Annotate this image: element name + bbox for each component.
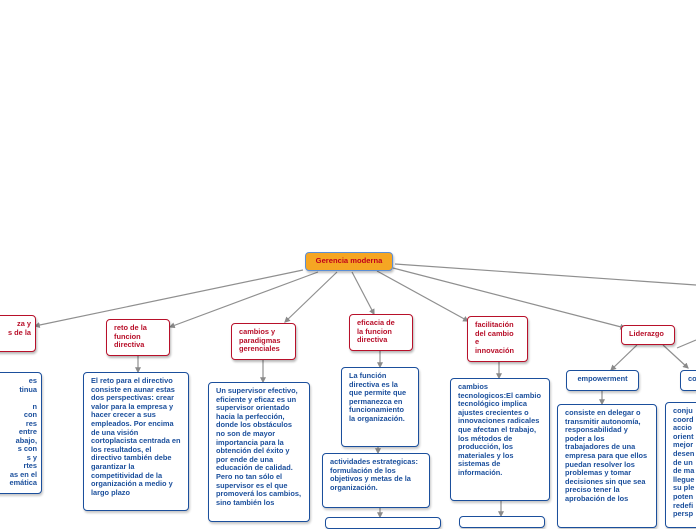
root-topic-gerencia-moderna[interactable]: Gerencia moderna [305, 252, 393, 271]
detail-node-actividades-estrategicas[interactable]: actividades estrategicas: formulación de… [322, 453, 430, 508]
connector-liderazgo-up [676, 339, 696, 349]
connector-root-eficacia [351, 271, 375, 316]
connector-liderazgo-right [662, 344, 689, 369]
connector-root-reto [168, 271, 319, 329]
connector-root-facilitacion [376, 270, 470, 322]
detail-node-cambios-tecnologicos[interactable]: cambios tecnologicos:El cambio tecnológi… [450, 378, 550, 501]
detail-node-eficacia-next[interactable] [325, 517, 441, 529]
branch-node-facilitacion-cambio[interactable]: facilitación del cambio e innovación [467, 316, 528, 362]
connector-root-right [394, 263, 696, 286]
detail-node-left-cut[interactable]: es tinua n con res entre abajo, s con s … [0, 372, 42, 494]
detail-node-reto[interactable]: El reto para el directivo consiste en au… [83, 372, 189, 511]
detail-node-eficacia-funcion[interactable]: La función directiva es la que permite q… [341, 367, 419, 447]
detail-node-empowerment[interactable]: consiste en delegar o transmitir autonom… [557, 404, 657, 528]
connector-root-cambios [284, 271, 338, 323]
connector-root-left [33, 269, 304, 328]
subtopic-node-empowerment[interactable]: empowerment [566, 370, 639, 391]
detail-node-facilitacion-next[interactable] [459, 516, 545, 528]
branch-node-eficacia-funcion-directiva[interactable]: eficacia de la funcion directiva [349, 314, 413, 351]
detail-node-cambios[interactable]: Un supervisor efectivo, eficiente y efic… [208, 382, 310, 522]
branch-node-liderazgo[interactable]: Liderazgo [621, 325, 675, 345]
detail-node-right-cut[interactable]: conju coord accio orient mejor desen de … [665, 402, 696, 528]
connector-root-liderazgo [392, 267, 627, 330]
branch-node-left-cut[interactable]: za y s de la [0, 315, 36, 352]
connector-liderazgo-empowerment [610, 344, 638, 371]
branch-node-reto-funcion-directiva[interactable]: reto de la funcion directiva [106, 319, 170, 356]
subtopic-node-right-cut[interactable]: co [680, 370, 696, 391]
branch-node-cambios-paradigmas[interactable]: cambios y paradigmas gerenciales [231, 323, 296, 360]
